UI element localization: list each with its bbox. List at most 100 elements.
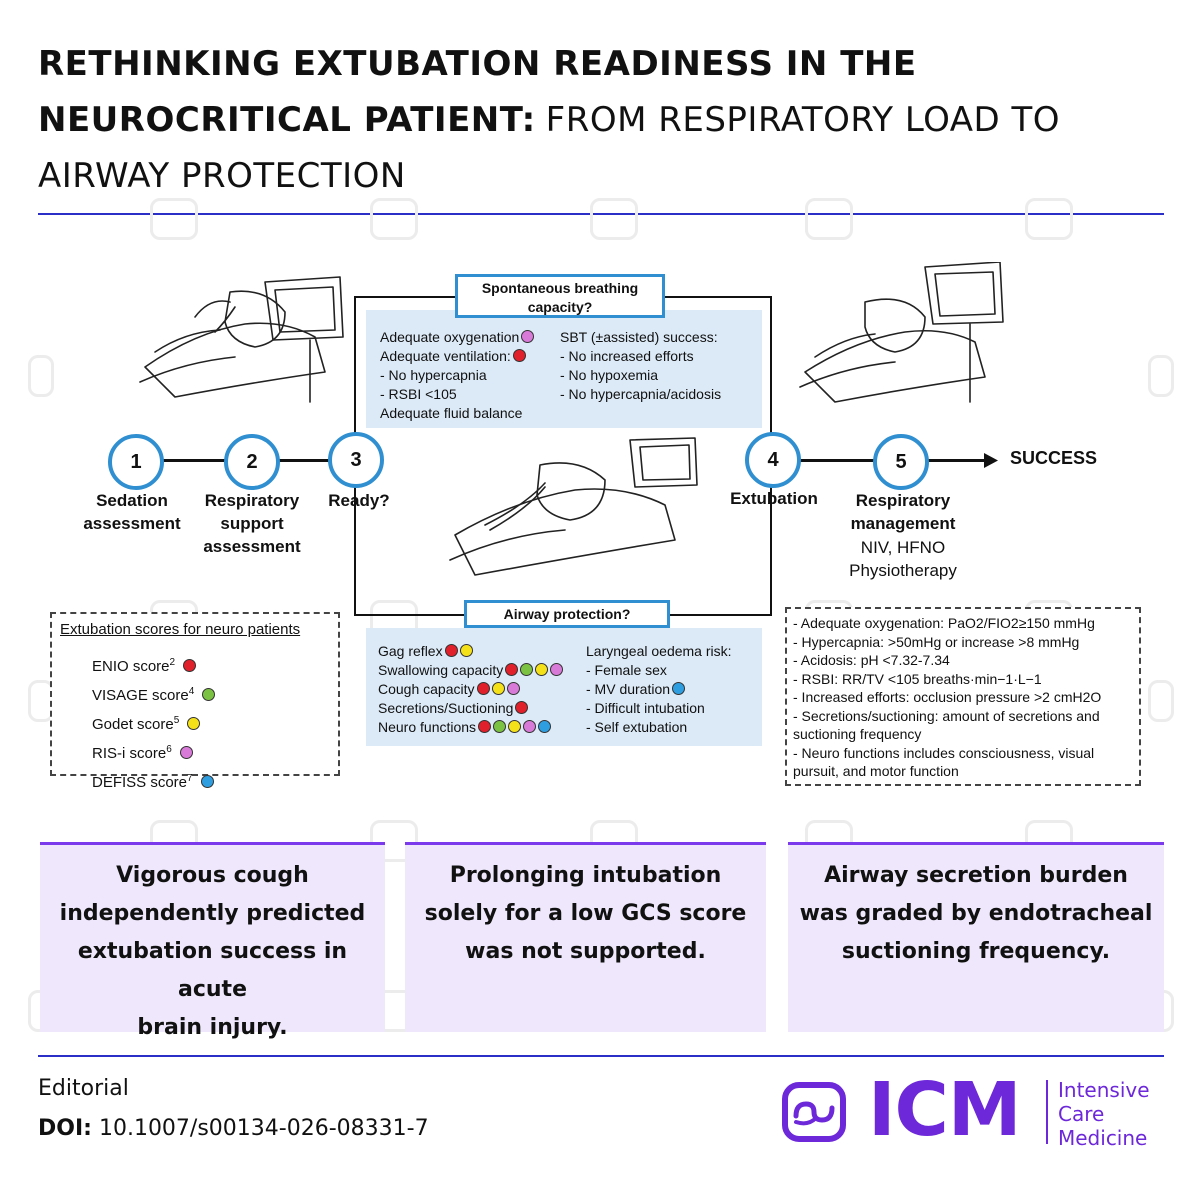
airway-item: Swallowing capacity — [378, 661, 564, 680]
sbt-item: SBT (±assisted) success: — [560, 328, 721, 347]
score-item: Godet score5 — [92, 708, 215, 737]
yellow-dot-icon — [535, 663, 549, 676]
finding-line: extubation success in acute — [77, 939, 348, 1002]
watermark-logo-icon — [1025, 198, 1073, 240]
definition-line-text: pursuit, and motor function — [793, 763, 959, 779]
definition-line-text: - Neuro functions includes consciousness… — [793, 744, 1095, 761]
doi-value: 10.1007/s00134-026-08331-7 — [98, 1116, 429, 1141]
step-5-sub-1: NIV, HFNO — [860, 538, 946, 557]
airway-item: Secretions/Suctioning — [378, 699, 563, 718]
red-dot-icon — [478, 720, 492, 733]
score-name: RIS-i score — [92, 745, 167, 762]
definition-line: - Hypercapnia: >50mHg or increase >8 mmH… — [793, 633, 1101, 652]
breathing-right-list: SBT (±assisted) success: - No increased e… — [560, 328, 721, 404]
journal-name-line: Medicine — [1058, 1126, 1148, 1150]
score-ref: 7 — [187, 773, 193, 784]
definition-line: - Increased efforts: occlusion pressure … — [793, 688, 1101, 707]
top-divider — [38, 213, 1164, 215]
definition-line-text: - Hypercapnia: >50mHg or increase >8 mmH… — [793, 633, 1080, 650]
laryngeal-item-text: Laryngeal oedema risk: — [586, 643, 732, 659]
score-ref: 2 — [169, 657, 176, 668]
step-1-circle: 1 — [108, 434, 164, 490]
finding-card-3: Airway secretion burden was graded by end… — [788, 842, 1164, 1032]
article-type: Editorial — [38, 1076, 129, 1101]
finding-text-3: Airway secretion burden was graded by end… — [800, 857, 1153, 971]
step-1-label: Sedation assessment — [83, 491, 181, 533]
connector-1-2 — [160, 459, 230, 462]
doi: DOI: 10.1007/s00134-026-08331-7 — [38, 1116, 429, 1141]
laryngeal-item: - Difficult intubation — [586, 699, 732, 718]
breathing-item-text: Adequate oxygenation — [380, 329, 520, 345]
finding-line: Prolonging intubation — [449, 863, 722, 888]
sbt-item: - No hypoxemia — [560, 366, 721, 385]
scores-box: Extubation scores for neuro patients ENI… — [50, 612, 340, 791]
score-name: ENIO score — [92, 658, 170, 675]
finding-card-2: Prolonging intubation solely for a low GC… — [405, 842, 766, 1032]
watermark-logo-icon — [1148, 680, 1174, 722]
score-item: VISAGE score4 — [92, 679, 216, 708]
patient-ventilated-illustration — [139, 276, 344, 403]
laryngeal-item: - Self extubation — [586, 718, 732, 737]
definition-line-text: - RSBI: RR/TV <105 breaths·min−1·L−1 — [793, 670, 1042, 687]
finding-line: Airway secretion burden — [824, 863, 1128, 888]
sbt-item-text: - No increased efforts — [560, 348, 694, 364]
sbt-item: - No hypercapnia/acidosis — [560, 385, 721, 404]
airway-right-list: Laryngeal oedema risk: - Female sex - MV d… — [586, 642, 732, 737]
watermark-logo-icon — [28, 355, 54, 397]
finding-line: was graded by endotracheal — [799, 901, 1153, 926]
airway-item: Cough capacity — [378, 680, 563, 699]
yellow-dot-icon — [508, 720, 522, 733]
sbt-item-text: - No hypoxemia — [560, 367, 659, 383]
journal-name-line: Care — [1058, 1102, 1105, 1126]
step-5-label: Respiratory management — [850, 491, 956, 533]
breathing-item: Adequate ventilation: — [380, 347, 534, 366]
score-ref: 5 — [173, 715, 180, 726]
score-name: Godet score — [92, 716, 174, 733]
definition-line-text: suctioning frequency — [793, 726, 922, 742]
watermark-logo-icon — [370, 820, 418, 862]
red-dot-icon — [505, 663, 519, 676]
arrow-right-icon — [984, 453, 998, 468]
definition-line: suctioning frequency — [793, 725, 1101, 744]
yellow-dot-icon — [491, 682, 505, 695]
step-2-circle: 2 — [224, 434, 280, 490]
airway-item-text: Neuro functions — [378, 719, 477, 735]
red-dot-icon — [444, 644, 458, 657]
blue-dot-icon — [200, 775, 214, 788]
definition-line-text: - Secretions/suctioning: amount of secre… — [793, 707, 1100, 724]
scores-header: Extubation scores for neuro patients — [60, 621, 301, 638]
step-3-label: Ready? — [328, 491, 390, 510]
page-title: RETHINKING EXTUBATION READINESS IN THE N… — [38, 36, 1168, 204]
watermark-logo-icon — [1148, 355, 1174, 397]
finding-line: solely for a low GCS score — [424, 901, 747, 926]
score-name: DEFISS score — [92, 774, 188, 791]
blue-dot-icon — [538, 720, 552, 733]
journal-name-line: Intensive — [1058, 1078, 1150, 1102]
red-dot-icon — [512, 349, 526, 362]
sbt-item-text: SBT (±assisted) success: — [560, 329, 718, 345]
breathing-item: - No hypercapnia — [380, 366, 534, 385]
laryngeal-item-text: - MV duration — [586, 681, 671, 697]
yellow-dot-icon — [187, 717, 201, 730]
definition-line: - Secretions/suctioning: amount of secre… — [793, 707, 1101, 726]
airway-header: Airway protection? — [464, 600, 670, 628]
patient-intubated-illustration — [449, 437, 698, 576]
score-ref: 6 — [166, 744, 172, 755]
doi-label: DOI: — [38, 1116, 92, 1141]
score-ref: 4 — [188, 686, 195, 697]
connector-2-3 — [278, 459, 332, 462]
laryngeal-item-text: - Female sex — [586, 662, 667, 678]
laryngeal-item-text: - Self extubation — [586, 719, 688, 735]
watermark-logo-icon — [805, 198, 853, 240]
score-item: RIS-i score6 — [92, 737, 215, 766]
breathing-item: Adequate fluid balance — [380, 404, 534, 423]
blue-dot-icon — [672, 682, 686, 695]
step-2-label: Respiratory support assessment — [203, 491, 301, 556]
purple-dot-icon — [179, 746, 193, 759]
purple-dot-icon — [521, 330, 535, 343]
breathing-item-text: - RSBI <105 — [380, 386, 457, 402]
definition-line: - Adequate oxygenation: PaO2/FIO2≥150 mm… — [793, 614, 1101, 633]
